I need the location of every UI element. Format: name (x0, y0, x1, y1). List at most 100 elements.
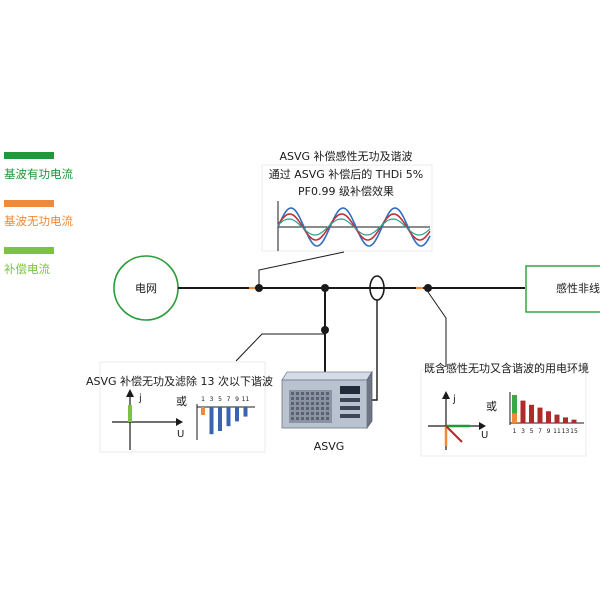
left-harmonic-label-11: 11 (242, 396, 250, 403)
right-box (420, 369, 587, 457)
vent-hole (296, 417, 299, 420)
right-axis-j: j (452, 394, 456, 405)
right-harmonic-bar-1-reactive (512, 413, 517, 423)
right-u-arrowhead (479, 422, 486, 430)
vent-hole (291, 397, 294, 400)
left-phasor-vector (128, 405, 132, 422)
right-box-title: 既含感性无功又含谐波的用电环境 (424, 361, 589, 375)
legend-label-active: 基波有功电流 (4, 167, 73, 181)
vent-hole (321, 407, 324, 410)
right-harmonic-bars (512, 395, 577, 423)
left-u-arrowhead (176, 418, 183, 426)
vent-hole (301, 407, 304, 410)
left-box-title: ASVG 补偿无功及滤除 13 次以下谐波 (86, 374, 273, 388)
vent-hole (291, 417, 294, 420)
grid-label: 电网 (135, 282, 157, 295)
leader-right-box (427, 291, 447, 367)
right-or-text: 或 (486, 400, 497, 413)
leader-effect-box (258, 251, 345, 284)
right-harmonic-bar-1-active (512, 395, 517, 423)
vent-hole (321, 402, 324, 405)
vent-hole (316, 402, 319, 405)
left-j-arrowhead (126, 389, 134, 397)
left-harmonic-bar-5 (218, 407, 222, 431)
left-or-text: 或 (176, 395, 187, 408)
vent-hole (301, 392, 304, 395)
left-axis-u: U (177, 429, 184, 440)
vent-hole (301, 402, 304, 405)
legend-label-compensation: 补偿电流 (4, 262, 50, 276)
vent-hole (311, 417, 314, 420)
wave-blue (277, 207, 431, 247)
leader-left-box (235, 333, 325, 362)
legend-swatch-compensation (4, 247, 54, 254)
vent-hole (311, 402, 314, 405)
vent-hole (306, 407, 309, 410)
vent-hole (306, 417, 309, 420)
vent-hole (306, 392, 309, 395)
vent-hole (301, 397, 304, 400)
vent-hole (311, 397, 314, 400)
asvg-branch-dot (321, 326, 329, 334)
right-harmonic-label-13: 13 (562, 428, 570, 435)
right-vector-resultant (445, 425, 463, 443)
vent-hole (321, 412, 324, 415)
vent-hole (321, 397, 324, 400)
left-harmonic-bar-7 (226, 407, 231, 427)
vent-hole (316, 397, 319, 400)
vent-hole (311, 392, 314, 395)
vent-hole (296, 402, 299, 405)
sine-waves (277, 201, 431, 251)
vent-hole (311, 407, 314, 410)
right-harmonic-label-9: 9 (547, 428, 551, 435)
right-harmonic-bar-11 (554, 414, 560, 423)
left-axis-j: j (138, 393, 142, 404)
effect-line-2: 通过 ASVG 补偿后的 THDi 5% (269, 167, 424, 181)
junction-dot-left (255, 284, 263, 292)
left-harmonic-label-9: 9 (235, 396, 239, 403)
wave-teal (277, 218, 431, 236)
right-harmonic-bar-15 (571, 419, 577, 423)
load-label: 感性非线 (556, 281, 600, 295)
legend-swatch-reactive (4, 200, 54, 207)
vent-hole (296, 397, 299, 400)
junction-dot-right (424, 284, 432, 292)
left-harmonic-bar-1 (201, 407, 205, 415)
left-harmonic-label-7: 7 (227, 396, 231, 403)
effect-line-3: PF0.99 级补偿效果 (298, 184, 394, 198)
right-harmonic-label-15: 15 (570, 428, 578, 435)
vent-hole (306, 402, 309, 405)
vent-hole (296, 412, 299, 415)
vent-hole (291, 402, 294, 405)
vent-hole (326, 392, 329, 395)
right-harmonic-label-3: 3 (521, 428, 525, 435)
vent-hole (316, 392, 319, 395)
right-harmonic-label-7: 7 (538, 428, 542, 435)
left-harmonic-bars (201, 407, 248, 435)
vent-hole (316, 417, 319, 420)
right-harmonic-bar-7 (537, 407, 543, 423)
effect-line-1: ASVG 补偿感性无功及谐波 (279, 149, 412, 163)
vent-hole (306, 397, 309, 400)
left-harmonic-label-5: 5 (218, 396, 222, 403)
legend-label-reactive: 基波无功电流 (4, 214, 73, 228)
vent-hole (301, 417, 304, 420)
vent-hole (296, 392, 299, 395)
vent-hole (326, 412, 329, 415)
vent-hole (316, 407, 319, 410)
vent-hole (321, 392, 324, 395)
vent-hole (326, 417, 329, 420)
vent-hole (291, 412, 294, 415)
vent-hole (326, 407, 329, 410)
vent-hole (326, 402, 329, 405)
vent-hole (291, 407, 294, 410)
right-harmonic-bar-9 (546, 411, 551, 423)
right-harmonic-label-11: 11 (553, 428, 561, 435)
left-harmonic-bar-9 (235, 407, 239, 422)
vent-hole (316, 412, 319, 415)
vent-hole (301, 412, 304, 415)
left-harmonic-label-3: 3 (210, 396, 214, 403)
